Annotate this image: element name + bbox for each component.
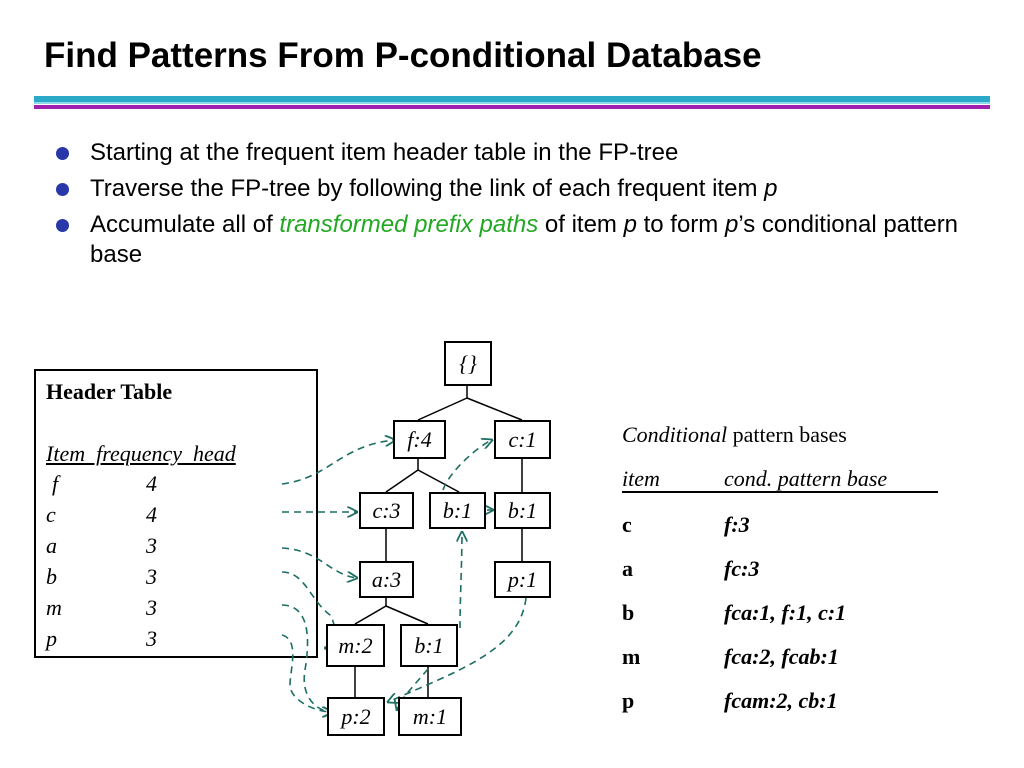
header-row-item: f — [52, 471, 59, 496]
tree-node-root: {} — [444, 341, 492, 386]
cpb-row-base: fca:2, fcab:1 — [724, 644, 839, 669]
cpb-title-italic: Conditional — [622, 422, 728, 447]
cpb-row-item: p — [622, 688, 635, 713]
cpb-row-base: fca:1, f:1, c:1 — [724, 600, 847, 625]
tree-edges — [354, 386, 523, 697]
cpb-row-item: m — [622, 644, 641, 669]
bullet-list: Starting at the frequent item header tab… — [56, 138, 986, 276]
tree-node-f4: f:4 — [393, 420, 446, 459]
cpb-title-rest: pattern bases — [727, 422, 847, 447]
cpb-row-item: a — [622, 556, 633, 581]
header-row-freq: 4 — [146, 471, 157, 496]
title-rule-top — [34, 96, 990, 102]
cpb-title: Conditional pattern bases — [622, 422, 847, 448]
cpb-column-item: item — [622, 466, 660, 491]
bullet-text: to form — [636, 211, 725, 238]
header-row-freq: 3 — [146, 595, 157, 620]
bullet-italic: p — [623, 211, 637, 238]
slide-title: Find Patterns From P-conditional Databas… — [44, 36, 762, 75]
cpb-row-item: b — [622, 600, 635, 625]
bullet-item: Accumulate all of transformed prefix pat… — [56, 210, 986, 270]
bullet-highlight: transformed prefix paths — [279, 211, 539, 238]
header-row-freq: 3 — [146, 626, 157, 651]
tree-node-b1: b:1 — [400, 624, 458, 667]
bullet-dot-icon — [56, 183, 69, 196]
header-row-item: b — [46, 564, 57, 589]
tree-node-m2: m:2 — [326, 624, 385, 667]
header-row-freq: 3 — [146, 533, 157, 558]
header-row-item: c — [46, 502, 56, 527]
bullet-item: Traverse the FP-tree by following the li… — [56, 174, 986, 204]
header-row-item: p — [46, 626, 57, 651]
bullet-italic: p — [764, 175, 778, 202]
tree-node-c1: c:1 — [494, 420, 551, 459]
header-row-item: a — [46, 533, 57, 558]
tree-node-a3: a:3 — [359, 561, 414, 598]
tree-node-p2: p:2 — [327, 697, 385, 736]
tree-node-b1: b:1 — [494, 492, 551, 529]
header-table-title: Header Table — [46, 379, 173, 404]
bullet-dot-icon — [56, 147, 69, 160]
cpb-row-base: fc:3 — [724, 556, 760, 581]
header-row-freq: 4 — [146, 502, 157, 527]
header-row-freq: 3 — [146, 564, 157, 589]
bullet-text: of item — [538, 211, 624, 238]
header-table: Header Table Item frequency head f 4 c 4… — [34, 369, 318, 658]
cpb-row-item: c — [622, 512, 632, 537]
cpb-column-base: cond. pattern base — [724, 466, 888, 491]
tree-node-m1: m:1 — [398, 697, 462, 736]
bullet-text: Accumulate all of — [90, 211, 280, 238]
tree-node-c3: c:3 — [359, 492, 414, 529]
header-table-columns: Item frequency head — [46, 441, 236, 466]
tree-node-b1: b:1 — [429, 492, 486, 529]
cpb-row-base: f:3 — [724, 512, 750, 537]
bullet-text: ’s conditional pattern base — [90, 211, 959, 268]
bullet-item: Starting at the frequent item header tab… — [56, 138, 986, 168]
cpb-row-base: fcam:2, cb:1 — [724, 688, 838, 713]
title-rule-mid — [34, 102, 990, 104]
bullet-italic: p — [724, 211, 739, 238]
cpb-header-underline — [622, 491, 938, 493]
bullet-text: Starting at the frequent item header tab… — [90, 139, 679, 166]
tree-node-p1: p:1 — [494, 561, 551, 598]
bullet-dot-icon — [56, 219, 69, 232]
header-row-item: m — [46, 595, 62, 620]
title-rule-bottom — [34, 105, 990, 109]
bullet-text: Traverse the FP-tree by following the li… — [90, 175, 765, 202]
